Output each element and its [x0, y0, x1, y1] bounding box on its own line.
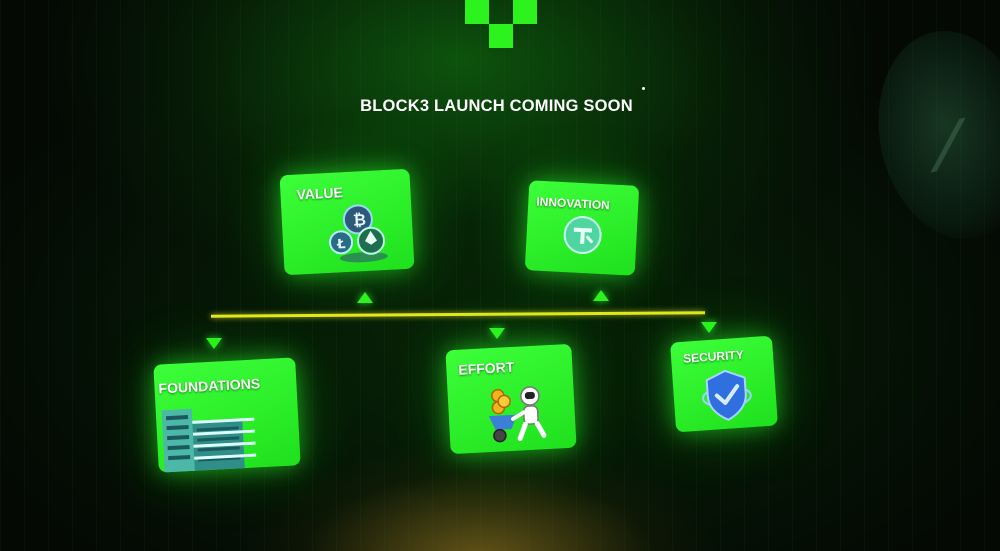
astronaut-wheelbarrow-icon: [483, 379, 550, 446]
card-security[interactable]: SECURITY: [669, 335, 779, 433]
card-foundations[interactable]: FOUNDATIONS: [153, 357, 301, 473]
arrow-down-icon: [701, 322, 717, 333]
arrow-down-icon: [489, 328, 505, 339]
crypto-coins-icon: ₿ Ł: [319, 200, 392, 266]
card-foundations-label: FOUNDATIONS: [158, 375, 261, 397]
shield-check-icon: [700, 365, 754, 424]
block3-logo: [465, 0, 537, 50]
card-value-label: VALUE: [296, 184, 344, 203]
page-title: BLOCK3 LAUNCH COMING SOON: [360, 97, 633, 115]
card-value[interactable]: VALUE ₿ Ł: [279, 168, 415, 276]
arrow-down-icon: [206, 338, 222, 349]
arrow-up-icon: [593, 290, 609, 301]
svg-text:₿: ₿: [352, 210, 366, 230]
blurred-coin-decoration: ⟋: [859, 16, 1000, 254]
arrow-up-icon: [357, 292, 373, 303]
card-effort[interactable]: EFFORT: [445, 343, 577, 455]
block3-coin-icon: [562, 214, 604, 256]
card-innovation-label: INNOVATION: [535, 194, 611, 213]
building-icon: [159, 399, 263, 473]
card-security-label: SECURITY: [682, 347, 745, 366]
svg-text:Ł: Ł: [336, 237, 346, 252]
timeline-bar: [210, 311, 706, 318]
star-dot: [642, 87, 645, 90]
card-effort-label: EFFORT: [457, 358, 515, 378]
card-innovation[interactable]: INNOVATION: [524, 180, 640, 276]
